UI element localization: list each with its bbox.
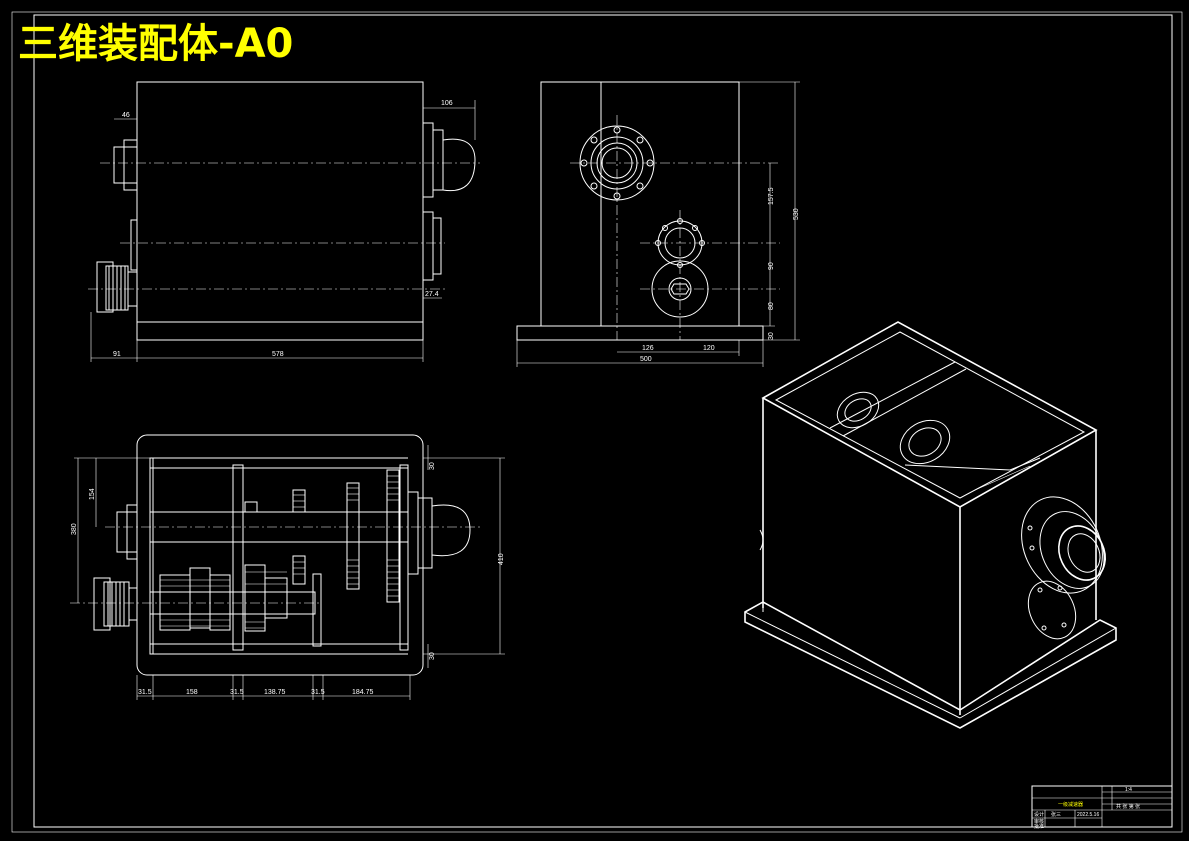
svg-text:500: 500 (640, 356, 652, 363)
front-housing (136, 81, 424, 341)
svg-text:106: 106 (441, 100, 453, 107)
svg-text:530: 530 (793, 208, 800, 220)
svg-text:154: 154 (89, 488, 96, 500)
side-base (516, 325, 764, 341)
top-view: 380 154 410 30 30 31.5 158 31.5 138.75 3… (70, 434, 505, 700)
svg-text:380: 380 (71, 523, 78, 535)
svg-text:46: 46 (122, 112, 130, 119)
isometric-view (744, 321, 1117, 729)
top-housing-outer (136, 434, 424, 676)
tb-part-name: 一级减速器 (1058, 801, 1083, 808)
svg-text:126: 126 (642, 345, 654, 352)
tb-label-approve: 批准 (1034, 823, 1044, 830)
front-view: 46 106 27.4 91 578 (88, 81, 480, 362)
svg-text:31.5: 31.5 (311, 689, 325, 696)
svg-text:80: 80 (768, 302, 775, 310)
svg-text:31.5: 31.5 (138, 689, 152, 696)
svg-text:157.5: 157.5 (768, 187, 775, 205)
tb-label-check: 审核 (1034, 818, 1044, 825)
svg-text:158: 158 (186, 689, 198, 696)
svg-text:91: 91 (113, 351, 121, 358)
svg-text:31.5: 31.5 (230, 689, 244, 696)
inner-border (33, 14, 1173, 828)
svg-text:120: 120 (703, 345, 715, 352)
tb-designer: 张三 (1051, 811, 1061, 818)
side-view: 157.5 530 90 80 30 126 120 500 (516, 81, 800, 367)
outer-border (11, 11, 1183, 833)
svg-text:30: 30 (768, 332, 775, 340)
drawing-title: 三维装配体-A0 (18, 21, 293, 67)
tb-label-design: 设计 (1034, 811, 1044, 818)
tb-sheet: 共 张 第 张 (1116, 803, 1140, 810)
tb-scale: 1:4 (1125, 787, 1132, 793)
svg-text:410: 410 (498, 553, 505, 565)
svg-text:138.75: 138.75 (264, 689, 286, 696)
svg-text:30: 30 (429, 462, 436, 470)
svg-text:30: 30 (429, 652, 436, 660)
tb-date: 2022.5.16 (1077, 812, 1099, 818)
svg-text:578: 578 (272, 351, 284, 358)
side-housing (540, 81, 740, 327)
svg-text:27.4: 27.4 (425, 291, 439, 298)
title-block[interactable]: 一级减速器 1:4 设计 审核 批准 张三 2022.5.16 共 张 第 张 (1031, 785, 1173, 830)
svg-text:90: 90 (768, 262, 775, 270)
svg-text:184.75: 184.75 (352, 689, 374, 696)
